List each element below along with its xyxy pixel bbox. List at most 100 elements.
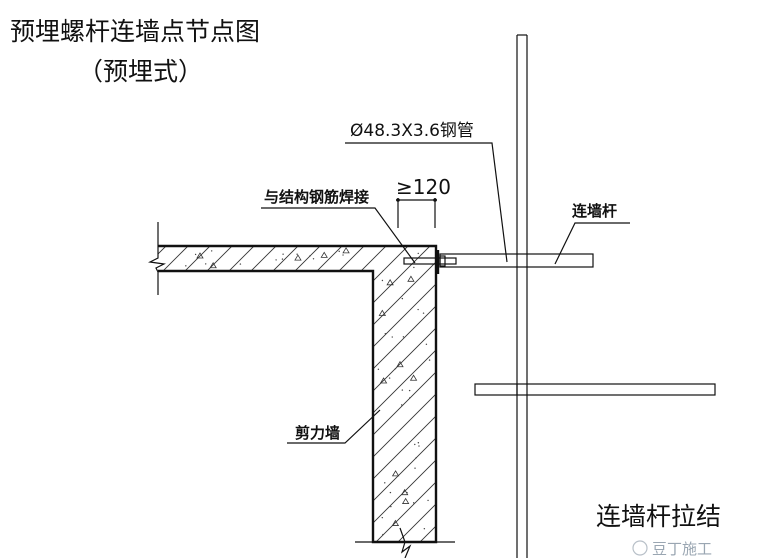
aggregate-mark [282, 253, 284, 255]
hatch-line [158, 246, 211, 542]
aggregate-mark [296, 253, 298, 255]
aggregate-mark [391, 336, 393, 338]
hatch-line [283, 246, 436, 542]
hatch-line [158, 246, 167, 542]
hatch-line [548, 246, 760, 546]
hatch-line [239, 246, 436, 542]
hatch-line [327, 246, 436, 542]
hatch-line [746, 246, 760, 546]
aggregate-mark [389, 491, 392, 494]
aggregate-mark [400, 404, 403, 406]
aggregate-mark [417, 442, 420, 444]
aggregate-mark [384, 482, 386, 484]
hatch-line [438, 246, 738, 546]
watermark: 豆丁施工 [652, 540, 712, 558]
aggregate-mark [239, 263, 242, 265]
aggregate-mark [428, 359, 431, 361]
hatch-line [0, 246, 144, 546]
dimension-label: ≥120 [396, 175, 451, 199]
hatch-line [158, 246, 277, 542]
hatch-line [636, 246, 760, 546]
hatch-line [305, 246, 436, 542]
aggregate-mark [382, 533, 384, 536]
aggregate-mark [386, 279, 394, 286]
hatch-line [570, 246, 760, 546]
aggregate-mark [275, 259, 277, 261]
aggregate-mark [422, 312, 425, 314]
horizontal-steel-pipe [474, 383, 716, 396]
hatch-line [371, 246, 436, 542]
hatch-line [482, 246, 760, 546]
hatch-line [158, 246, 321, 542]
hatch-line [614, 246, 760, 546]
hatch-line [158, 246, 365, 542]
shear-wall-section [0, 244, 760, 546]
aggregate-mark [379, 377, 388, 384]
aggregate-mark [414, 443, 416, 446]
aggregate-mark [384, 332, 387, 335]
hatch-line [158, 246, 299, 542]
hatch-line [158, 246, 409, 542]
aggregate-mark [423, 528, 426, 530]
hatch-line [658, 246, 760, 546]
aggregate-mark [417, 252, 419, 255]
aggregate-mark [309, 255, 311, 257]
aggregate-mark [196, 252, 204, 259]
steel-pipe-label: Ø48.3X3.6钢管 [350, 121, 474, 141]
weld-label: 与结构钢筋焊接 [264, 188, 369, 206]
hatch-line [158, 246, 233, 542]
aggregate-mark [408, 389, 411, 392]
hatch-line [158, 246, 343, 542]
aggregate-mark [390, 505, 392, 508]
aggregate-mark [396, 360, 404, 368]
aggregate-mark [413, 266, 415, 269]
hatch-line [393, 246, 436, 542]
hatch-line [702, 246, 760, 546]
aggregate-mark [427, 499, 429, 502]
vertical-steel-pipe [516, 34, 528, 558]
aggregate-mark [409, 374, 418, 381]
hatch-line [158, 246, 189, 542]
hatch-line [680, 246, 760, 546]
aggregate-mark [210, 250, 213, 252]
hatch-line [158, 246, 255, 542]
drawing-title: 预埋螺杆连墙点节点图 [10, 17, 260, 46]
hatch-line [504, 246, 760, 546]
tie-bar-label: 连墙杆 [572, 202, 617, 220]
shear-wall-label: 剪力墙 [295, 424, 340, 442]
aggregate-mark [407, 275, 415, 282]
aggregate-mark [391, 519, 400, 526]
aggregate-mark [209, 261, 217, 269]
watermark-logo-icon [632, 540, 648, 556]
aggregate-mark [381, 279, 384, 282]
aggregate-mark [401, 297, 404, 300]
aggregate-mark [312, 258, 315, 260]
hatch-line [158, 246, 387, 542]
aggregate-mark [401, 497, 410, 504]
aggregate-mark [378, 309, 387, 316]
aggregate-mark [400, 488, 409, 496]
aggregate-mark [412, 502, 415, 504]
aggregate-mark [342, 254, 344, 256]
aggregate-mark [320, 251, 328, 258]
hatch-line [415, 246, 436, 542]
aggregate-mark [391, 470, 400, 477]
aggregate-mark [205, 263, 207, 265]
hatch-line [173, 246, 436, 542]
aggregate-mark [185, 265, 187, 267]
hatch-line [195, 246, 436, 542]
aggregate-mark [377, 368, 380, 370]
aggregate-mark [294, 254, 302, 261]
aggregate-mark [418, 445, 420, 447]
aggregate-mark [417, 308, 419, 311]
aggregate-mark [415, 457, 417, 459]
hatch-line [526, 246, 760, 546]
aggregate-mark [381, 516, 384, 519]
hatch-line [0, 246, 122, 546]
hatch-line [460, 246, 760, 546]
break-line-left [148, 222, 166, 295]
hatch-line [592, 246, 760, 546]
aggregate-mark [406, 491, 408, 494]
aggregate-mark [401, 389, 404, 391]
